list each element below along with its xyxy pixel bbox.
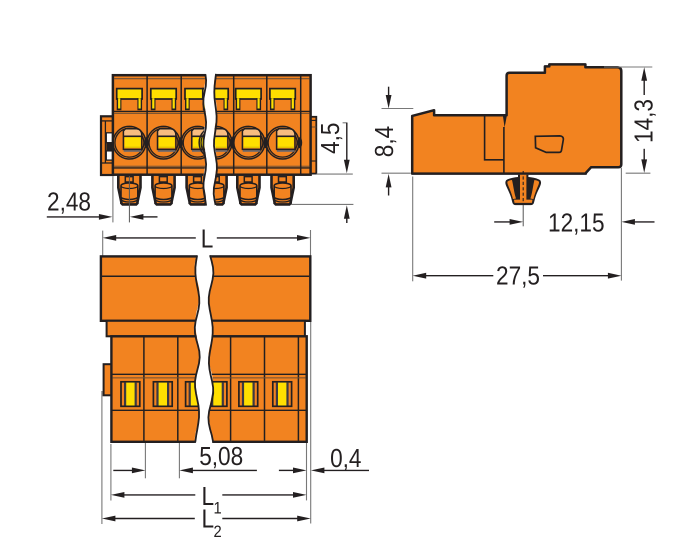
svg-text:4,5: 4,5: [315, 123, 345, 154]
svg-text:8,4: 8,4: [369, 126, 399, 157]
svg-text:27,5: 27,5: [496, 260, 540, 290]
svg-text:L: L: [201, 224, 214, 254]
svg-text:L: L: [202, 481, 215, 511]
svg-text:1: 1: [214, 498, 222, 517]
svg-text:2,48: 2,48: [47, 187, 91, 217]
svg-text:2: 2: [214, 522, 222, 541]
svg-text:L: L: [202, 504, 215, 534]
svg-text:5,08: 5,08: [199, 441, 243, 471]
svg-text:12,15: 12,15: [548, 208, 605, 238]
svg-text:14,3: 14,3: [629, 99, 659, 143]
svg-text:0,4: 0,4: [330, 443, 361, 473]
